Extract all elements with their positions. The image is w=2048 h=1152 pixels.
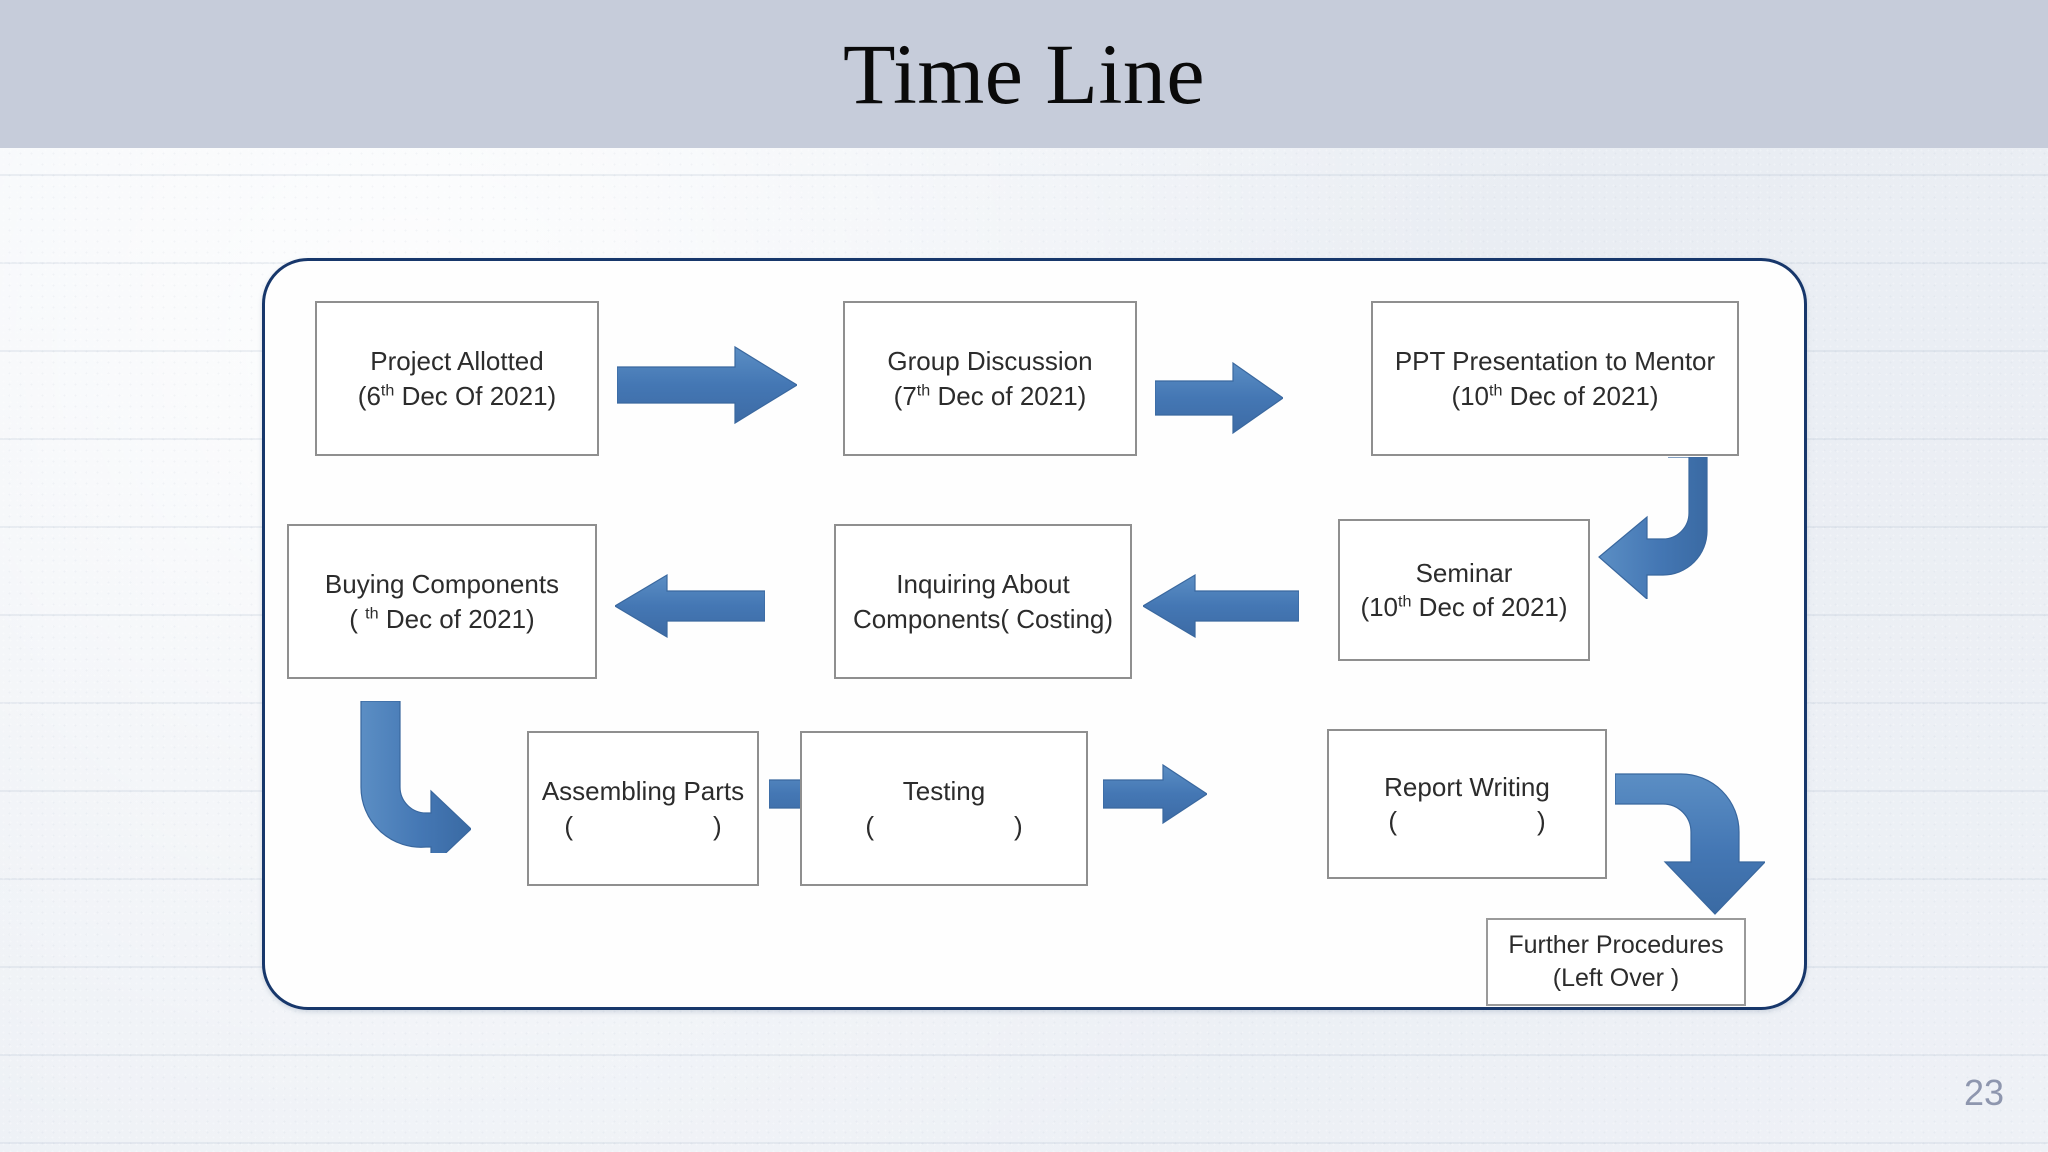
flow-box-ppt-presentation-line2: (10th Dec of 2021) — [1451, 380, 1659, 411]
arrow-ppt-to-seminar — [1597, 457, 1715, 599]
flow-box-group-discussion[interactable]: Group Discussion (7th Dec of 2021) — [843, 301, 1137, 456]
flow-box-buying-components-line1: Buying Components — [324, 569, 560, 600]
flow-box-seminar[interactable]: Seminar (10th Dec of 2021) — [1338, 519, 1590, 661]
flow-box-ppt-presentation-line1: PPT Presentation to Mentor — [1394, 346, 1716, 377]
flow-box-further-procedures[interactable]: Further Procedures (Left Over ) — [1486, 918, 1746, 1006]
flow-box-further-procedures-line1: Further Procedures — [1508, 931, 1724, 959]
flow-box-inquiring-components-line1: Inquiring About — [896, 569, 1070, 600]
flow-box-group-discussion-line1: Group Discussion — [887, 346, 1093, 377]
flow-box-project-allotted[interactable]: Project Allotted (6th Dec Of 2021) — [315, 301, 599, 456]
slide-title-band: Time Line — [0, 0, 2048, 148]
flow-box-inquiring-components-line2: Components( Costing) — [852, 603, 1114, 634]
page-number: 23 — [1963, 1072, 2004, 1113]
flow-box-project-allotted-line2: (6th Dec Of 2021) — [357, 380, 557, 411]
flow-box-report-writing-line1: Report Writing — [1384, 771, 1550, 802]
arrow-testing-to-report — [1103, 763, 1207, 825]
arrow-group-to-ppt — [1155, 361, 1283, 435]
flow-box-seminar-line1: Seminar — [1415, 557, 1513, 588]
flow-box-buying-components-line2: ( th Dec of 2021) — [349, 603, 535, 634]
flow-box-seminar-line2: (10th Dec of 2021) — [1360, 592, 1568, 622]
flow-box-assembling-parts-line1: Assembling Parts — [541, 776, 745, 807]
flow-box-further-procedures-line2: (Left Over ) — [1552, 964, 1680, 992]
flow-box-group-discussion-line2: (7th Dec of 2021) — [893, 380, 1087, 411]
flow-box-inquiring-components[interactable]: Inquiring About Components( Costing) — [834, 524, 1132, 679]
flow-box-report-writing[interactable]: Report Writing () — [1327, 729, 1607, 879]
flowchart-container: Project Allotted (6th Dec Of 2021) Group… — [262, 258, 1807, 1010]
flow-box-assembling-parts[interactable]: Assembling Parts () — [527, 731, 759, 886]
arrow-inquiring-to-buying — [615, 573, 765, 639]
flow-box-testing[interactable]: Testing () — [800, 731, 1088, 886]
flow-box-ppt-presentation[interactable]: PPT Presentation to Mentor (10th Dec of … — [1371, 301, 1739, 456]
flow-box-testing-line2: () — [865, 810, 1023, 841]
flow-box-project-allotted-line1: Project Allotted — [370, 346, 544, 377]
flow-box-assembling-parts-line2: () — [564, 810, 722, 841]
arrow-project-to-group — [617, 345, 797, 425]
flow-box-testing-line1: Testing — [902, 776, 986, 807]
flow-box-report-writing-line2: () — [1388, 806, 1546, 836]
arrow-report-to-further — [1615, 766, 1765, 916]
page-title: Time Line — [842, 26, 1206, 122]
arrow-seminar-to-inquiring — [1143, 573, 1299, 639]
arrow-buying-to-assembling — [353, 701, 471, 853]
flow-box-buying-components[interactable]: Buying Components ( th Dec of 2021) — [287, 524, 597, 679]
